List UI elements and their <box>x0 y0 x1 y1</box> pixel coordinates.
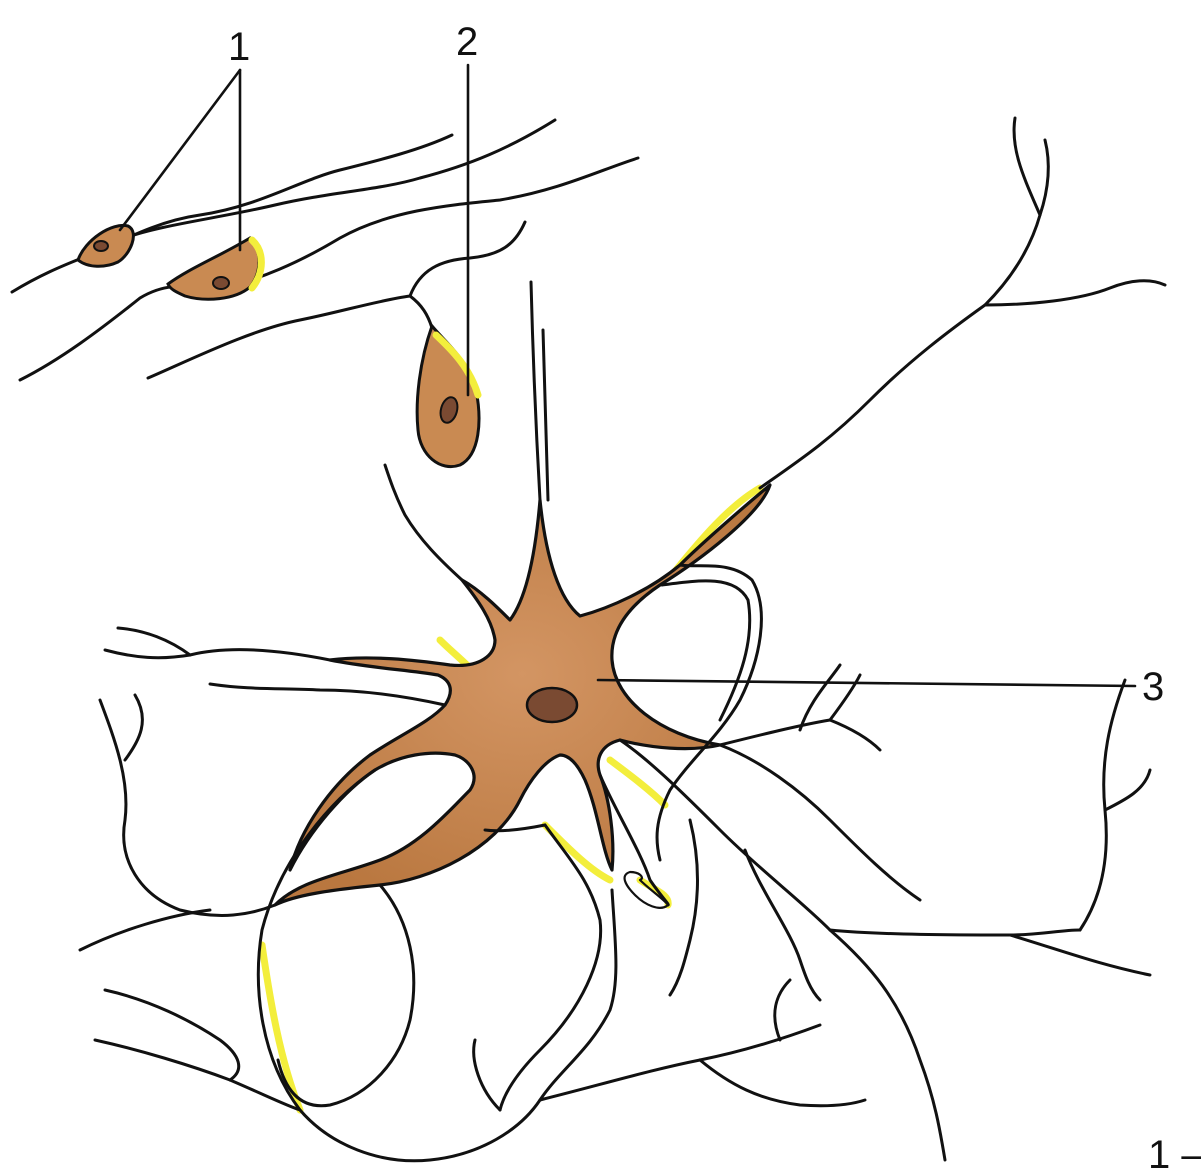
satellite-cell-2 <box>168 238 261 299</box>
satellite-cell-1 <box>78 225 133 266</box>
caption-fragment: 1 – <box>1148 1133 1201 1170</box>
label-3: 3 <box>1142 665 1164 709</box>
label-2: 2 <box>456 20 478 64</box>
neuron-nucleus <box>527 688 577 722</box>
leader-lines <box>120 65 1135 686</box>
cell-2 <box>417 326 479 467</box>
label-1: 1 <box>228 25 250 69</box>
